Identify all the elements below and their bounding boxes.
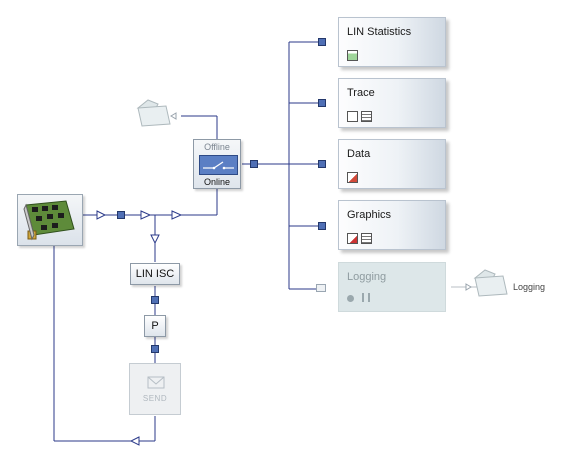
folder-icon[interactable] bbox=[136, 98, 174, 128]
pause-icon[interactable] bbox=[362, 293, 370, 302]
lin-statistics-title: LIN Statistics bbox=[347, 26, 412, 38]
trace-block[interactable]: Trace bbox=[338, 78, 446, 128]
lin-statistics-block[interactable]: LIN Statistics bbox=[338, 17, 446, 67]
logging-title: Logging bbox=[347, 271, 387, 283]
graphics-window-icon bbox=[347, 233, 358, 244]
offline-label: Offline bbox=[204, 142, 230, 152]
list-icon bbox=[361, 111, 372, 122]
port-switch-out[interactable] bbox=[250, 160, 258, 168]
port-hardware-out[interactable] bbox=[117, 211, 125, 219]
switch-icon bbox=[199, 155, 238, 175]
send-label: SEND bbox=[142, 394, 168, 403]
logging-folder-icon[interactable] bbox=[473, 268, 511, 298]
graphics-title: Graphics bbox=[347, 209, 392, 221]
lin-isc-label: LIN ISC bbox=[135, 268, 175, 280]
data-window-icon bbox=[347, 172, 358, 183]
port-data-in[interactable] bbox=[318, 160, 326, 168]
table-icon bbox=[347, 50, 358, 61]
data-block[interactable]: Data bbox=[338, 139, 446, 189]
trace-title: Trace bbox=[347, 87, 375, 99]
envelope-icon bbox=[147, 376, 165, 389]
online-offline-switch[interactable]: Offline Online bbox=[193, 139, 241, 189]
port-graphics-in[interactable] bbox=[318, 222, 326, 230]
logging-file-label: Logging bbox=[513, 282, 546, 292]
p-block[interactable]: P bbox=[144, 315, 166, 337]
port-logging-in[interactable] bbox=[316, 284, 326, 292]
record-icon[interactable] bbox=[347, 295, 354, 302]
hardware-interface-icon[interactable] bbox=[17, 194, 83, 246]
port-lin-isc-out[interactable] bbox=[151, 296, 159, 304]
port-trace-in[interactable] bbox=[318, 99, 326, 107]
graphics-block[interactable]: Graphics bbox=[338, 200, 446, 250]
p-label: P bbox=[151, 320, 159, 332]
logging-block[interactable]: Logging bbox=[338, 262, 446, 312]
port-p-out[interactable] bbox=[151, 345, 159, 353]
online-label: Online bbox=[203, 177, 230, 187]
port-lin-statistics-in[interactable] bbox=[318, 38, 326, 46]
trace-window-icon bbox=[347, 111, 358, 122]
send-block[interactable]: SEND bbox=[129, 363, 181, 415]
lin-isc-block[interactable]: LIN ISC bbox=[130, 263, 180, 285]
data-title: Data bbox=[347, 148, 371, 160]
list-icon bbox=[361, 233, 372, 244]
